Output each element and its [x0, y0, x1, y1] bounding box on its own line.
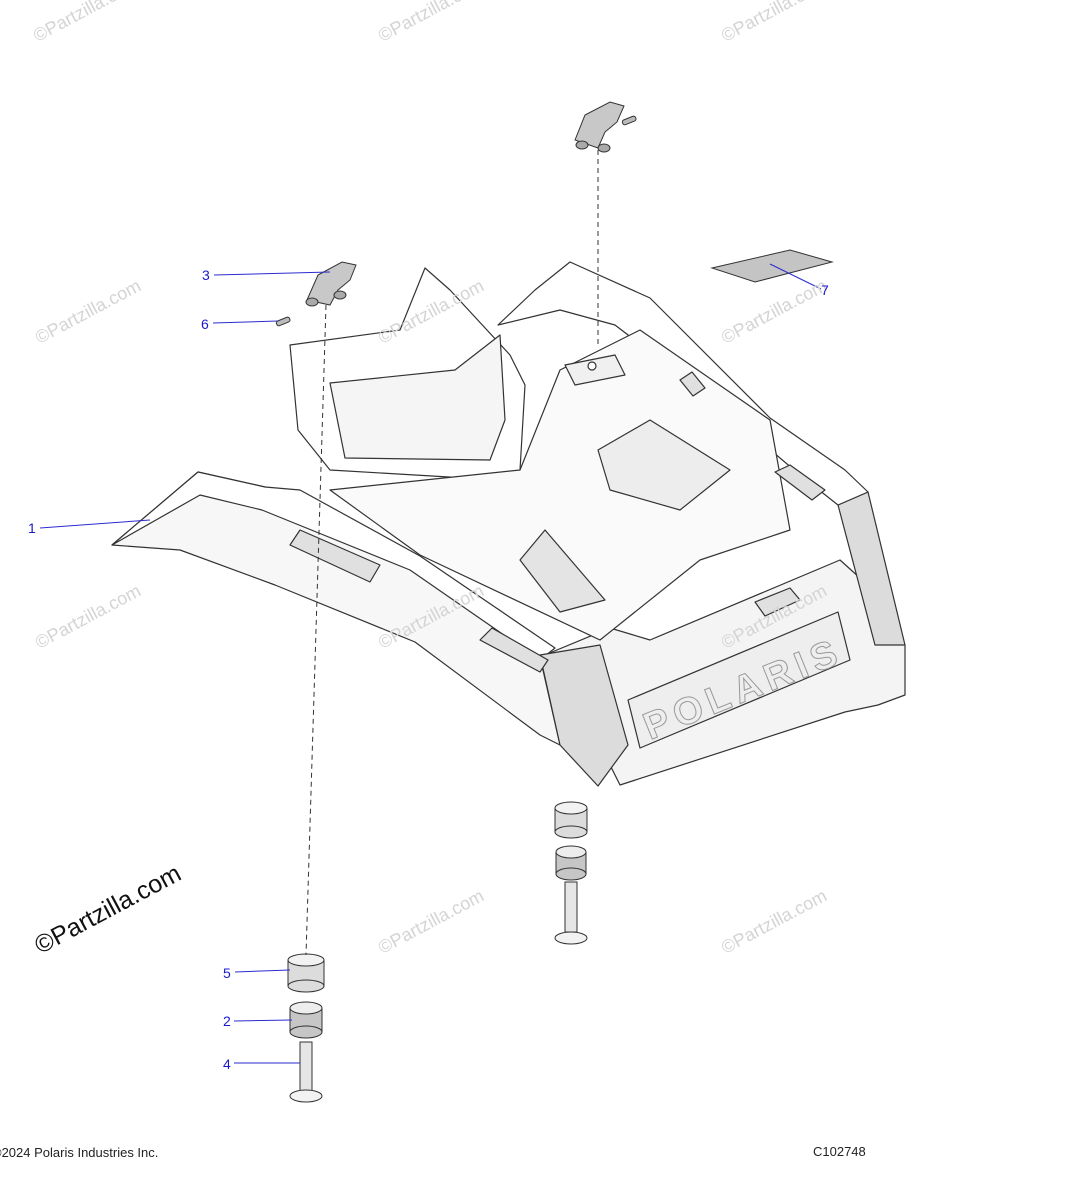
- wall-slot-1: [774, 464, 826, 501]
- assembly-lines: [305, 150, 599, 956]
- callout-4[interactable]: 4: [223, 1056, 231, 1072]
- copyright: ©2024 Polaris Industries Inc.: [0, 1145, 159, 1160]
- callout-6[interactable]: 6: [201, 316, 209, 332]
- mount-pad: [564, 354, 626, 386]
- pin-right[interactable]: [621, 115, 637, 126]
- callout-7[interactable]: 7: [821, 282, 829, 298]
- leader-lines: [39, 263, 822, 1064]
- pin-left[interactable]: [275, 316, 291, 327]
- callout-1[interactable]: 1: [28, 520, 36, 536]
- latch-left[interactable]: [305, 261, 357, 307]
- flare-slot-1: [289, 529, 381, 583]
- left-mount-stack[interactable]: [287, 953, 325, 1103]
- right-mount-stack[interactable]: [554, 801, 588, 945]
- callout-3[interactable]: 3: [202, 267, 210, 283]
- flare-slot-2: [479, 627, 549, 673]
- floor-pocket: [597, 419, 731, 511]
- callout-5[interactable]: 5: [223, 965, 231, 981]
- left-inner-panel: [329, 334, 506, 461]
- mount-hole: [587, 361, 597, 371]
- left-fender-flare-top: [111, 471, 556, 661]
- drawing-number: C102748: [813, 1144, 866, 1159]
- floor-well: [519, 529, 606, 613]
- latch-right[interactable]: [574, 101, 625, 153]
- callout-2[interactable]: 2: [223, 1013, 231, 1029]
- bolt-left: [299, 1041, 313, 1093]
- rear-corner-block: [539, 644, 629, 787]
- tab-bump: [754, 587, 801, 617]
- right-side-wall: [497, 261, 869, 506]
- wall-slot-2: [679, 371, 706, 397]
- emboss-panel: [627, 611, 851, 749]
- rear-fender[interactable]: [111, 261, 906, 787]
- decal[interactable]: [710, 249, 834, 283]
- bolt-right: [564, 881, 578, 933]
